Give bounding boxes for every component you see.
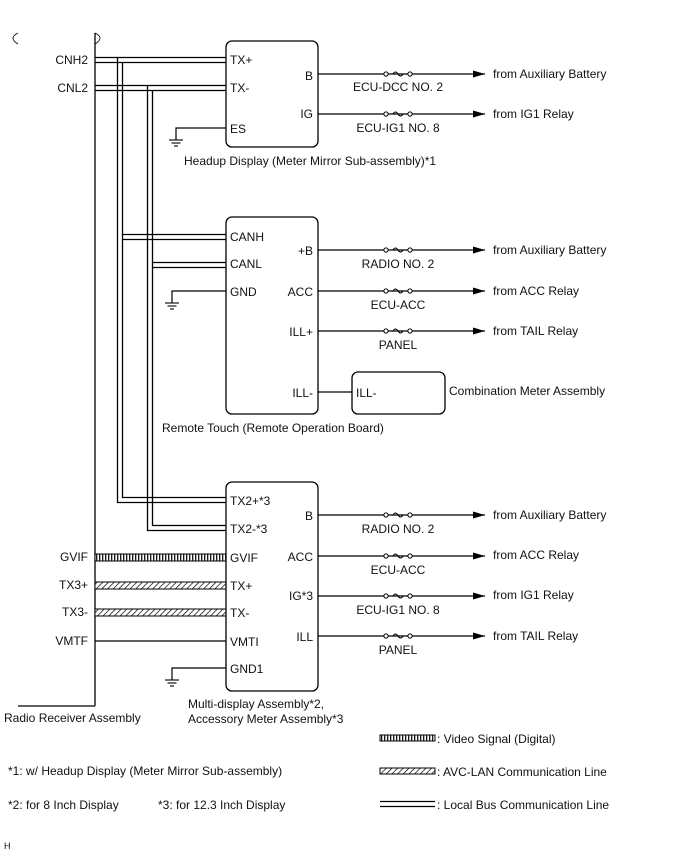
- radio-pin-vmtf: VMTF: [55, 634, 88, 648]
- multi-display-assembly: TX2+*3 TX2-*3 GVIF TX+ TX- VMTI GND1 B A…: [164, 481, 344, 726]
- remote-pin-canl: CANL: [230, 257, 262, 271]
- remote-source-tail-relay: from TAIL Relay: [493, 324, 578, 338]
- hud-fuse-ecu-ig1-icon: [383, 111, 413, 117]
- meter-pin-ill-minus: ILL-: [356, 386, 377, 400]
- multi-pin-tx-minus: TX-: [230, 606, 249, 620]
- radio-pin-tx3-plus: TX3+: [59, 578, 88, 592]
- remote-fuse-radio-icon: [383, 247, 413, 253]
- gvif-video-line: [94, 553, 227, 562]
- remote-pin-ill-minus: ILL-: [292, 386, 313, 400]
- radio-pin-tx3-minus: TX3-: [62, 605, 88, 619]
- radio-receiver-assembly: CNH2 CNL2 GVIF TX3+ TX3- VMTF Radio Rece…: [4, 32, 141, 725]
- multi-pin-gvif: GVIF: [230, 551, 258, 565]
- multi-fuse-ecu-ig1-icon: [383, 593, 413, 599]
- multi-fuse-panel-icon: [383, 633, 413, 639]
- multi-pin-gnd1: GND1: [230, 662, 264, 676]
- remote-fuse-panel-icon: [383, 328, 413, 334]
- multi-fuse-panel: PANEL: [379, 643, 418, 657]
- legend-avc-swatch: [379, 767, 436, 775]
- multi-pin-ill: ILL: [296, 630, 313, 644]
- headup-display-label: Headup Display (Meter Mirror Sub-assembl…: [184, 154, 436, 168]
- radio-pin-cnh2: CNH2: [55, 53, 88, 67]
- local-bus-lines: [95, 56, 226, 532]
- legend-video-swatch: [379, 734, 436, 742]
- hud-pin-es: ES: [230, 122, 246, 136]
- remote-touch: CANH CANL GND +B ACC ILL+ ILL- Remote To…: [162, 216, 384, 435]
- multi-source-aux-battery: from Auxiliary Battery: [493, 508, 606, 522]
- tx-plus-avc-line: [94, 581, 227, 590]
- multi-pin-tx2-minus: TX2-*3: [230, 522, 268, 536]
- radio-pin-cnl2: CNL2: [57, 81, 88, 95]
- legend-avc-label: : AVC-LAN Communication Line: [437, 765, 607, 779]
- multi-fuse-ecu-acc: ECU-ACC: [371, 563, 426, 577]
- combination-meter: ILL- Combination Meter Assembly: [318, 371, 605, 415]
- multi-pin-tx-plus: TX+: [230, 579, 252, 593]
- remote-fuse-panel: PANEL: [379, 338, 418, 352]
- multi-fuse-radio: RADIO NO. 2: [362, 522, 435, 536]
- hud-fuse-ecu-dcc-icon: [383, 71, 413, 77]
- hud-pin-ig: IG: [300, 107, 313, 121]
- radio-pin-gvif: GVIF: [60, 550, 88, 564]
- headup-display: TX+ TX- ES B IG Headup Display (Meter Mi…: [168, 40, 436, 168]
- remote-fuse-radio: RADIO NO. 2: [362, 257, 435, 271]
- remote-ground-icon: [164, 302, 180, 310]
- multi-pin-ig: IG*3: [289, 589, 313, 603]
- multi-pin-acc: ACC: [288, 550, 314, 564]
- remote-pin-ill-plus: ILL+: [289, 325, 313, 339]
- multi-source-tail-relay: from TAIL Relay: [493, 629, 578, 643]
- hud-fuse-ecu-ig1: ECU-IG1 NO. 8: [356, 121, 440, 135]
- remote-fuse-ecu-acc-icon: [383, 288, 413, 294]
- remote-pin-acc: ACC: [288, 285, 314, 299]
- corner-mark: H: [4, 841, 11, 851]
- multi-fuse-radio-icon: [383, 512, 413, 518]
- multi-pin-tx2-plus: TX2+*3: [230, 494, 271, 508]
- legend-local-swatch: [380, 800, 435, 808]
- multi-display-label-2: Accessory Meter Assembly*3: [188, 712, 344, 726]
- multi-display-label-1: Multi-display Assembly*2,: [188, 697, 324, 711]
- remote-pin-gnd: GND: [230, 285, 257, 299]
- multi-fuse-ecu-acc-icon: [383, 553, 413, 559]
- multi-source-ig1-relay: from IG1 Relay: [493, 588, 574, 602]
- legend-local-label: : Local Bus Communication Line: [437, 798, 609, 812]
- multi-source-acc-relay: from ACC Relay: [493, 548, 579, 562]
- hud-source-aux-battery: from Auxiliary Battery: [493, 67, 606, 81]
- remote-source-aux-battery: from Auxiliary Battery: [493, 243, 606, 257]
- legend: : Video Signal (Digital) : AVC-LAN Commu…: [379, 732, 609, 812]
- multi-ground-icon: [164, 679, 180, 687]
- remote-fuse-ecu-acc: ECU-ACC: [371, 298, 426, 312]
- remote-pin-canh: CANH: [230, 230, 264, 244]
- hud-pin-tx-minus: TX-: [230, 81, 249, 95]
- note-2: *2: for 8 Inch Display: [8, 798, 119, 812]
- multi-fuse-ecu-ig1: ECU-IG1 NO. 8: [356, 603, 440, 617]
- remote-pin-plus-b: +B: [298, 244, 313, 258]
- radio-receiver-box: [18, 33, 95, 706]
- power-feeds: ECU-DCC NO. 2 from Auxiliary Battery ECU…: [318, 67, 606, 657]
- headup-display-box: [225, 40, 319, 148]
- hud-pin-b: B: [305, 69, 313, 83]
- note-3: *3: for 12.3 Inch Display: [158, 798, 285, 812]
- combination-meter-box: [351, 371, 446, 415]
- tx-minus-avc-line: [94, 608, 227, 617]
- multi-pin-vmti: VMTI: [230, 635, 259, 649]
- legend-video-label: : Video Signal (Digital): [437, 732, 556, 746]
- multi-pin-b: B: [305, 509, 313, 523]
- hud-source-ig1-relay: from IG1 Relay: [493, 107, 574, 121]
- remote-touch-box: [225, 216, 319, 415]
- hud-pin-tx-plus: TX+: [230, 53, 252, 67]
- footnotes: *1: w/ Headup Display (Meter Mirror Sub-…: [4, 764, 285, 851]
- remote-source-acc-relay: from ACC Relay: [493, 284, 579, 298]
- hud-ground-icon: [168, 139, 184, 147]
- radio-receiver-label: Radio Receiver Assembly: [4, 711, 141, 725]
- remote-touch-label: Remote Touch (Remote Operation Board): [162, 421, 384, 435]
- note-1: *1: w/ Headup Display (Meter Mirror Sub-…: [8, 764, 282, 778]
- combination-meter-label: Combination Meter Assembly: [449, 384, 605, 398]
- multi-display-box: [225, 481, 319, 692]
- hud-fuse-ecu-dcc: ECU-DCC NO. 2: [353, 80, 443, 94]
